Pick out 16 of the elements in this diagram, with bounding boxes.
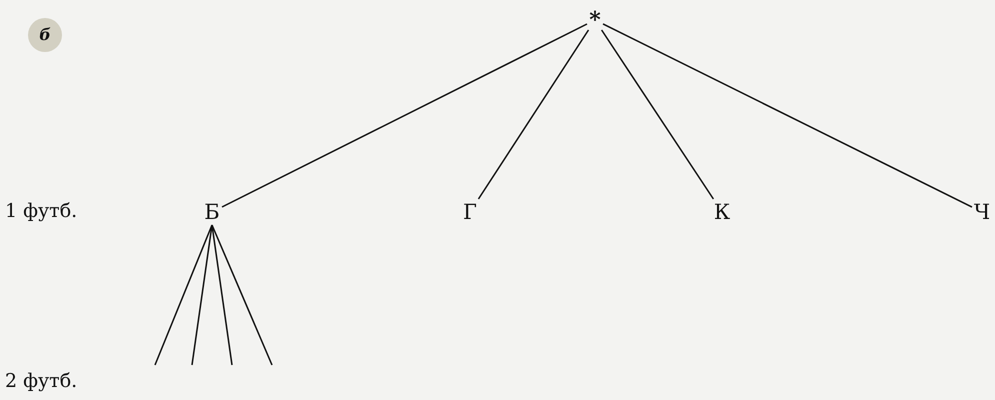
tree-root-mark: * xyxy=(587,12,603,28)
tree-node-label: Ч xyxy=(972,201,992,223)
tree-branch-line xyxy=(222,23,588,208)
panel-badge: б xyxy=(28,18,62,52)
tree-node-label: Г xyxy=(460,201,480,223)
tree-branch-line xyxy=(191,224,213,366)
tree-branch-line xyxy=(154,224,213,366)
tree-branch-line xyxy=(602,23,972,208)
tree-node-label: Б xyxy=(202,201,222,223)
tree-branch-line xyxy=(211,224,273,366)
tree-branch-line xyxy=(600,30,714,200)
tree-branch-line xyxy=(478,30,590,200)
level-label: 1 футб. xyxy=(5,202,78,221)
tree-branch-line xyxy=(211,224,233,366)
level-label: 2 футб. xyxy=(5,372,78,391)
tree-node-label: К xyxy=(712,201,732,223)
